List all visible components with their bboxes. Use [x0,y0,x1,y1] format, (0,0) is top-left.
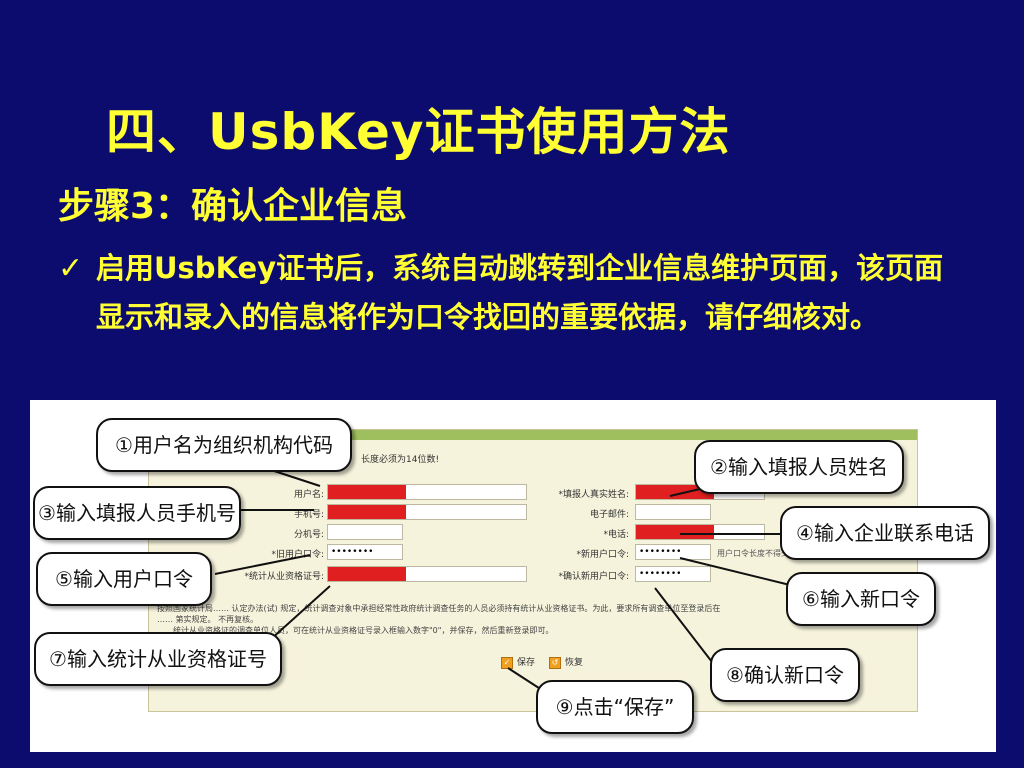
notes-line-2: …… 第实规定。 不再复核。 [157,615,259,624]
callout-mobile: ③输入填报人员手机号 [33,486,241,540]
form-top-bar [149,430,917,440]
mobile-field[interactable] [327,504,527,520]
label-new-password: *新用户口令: [576,550,629,560]
phone-field[interactable] [635,524,765,540]
label-mobile: 手机号: [293,510,324,520]
reset-button-label: 恢复 [565,658,584,668]
label-cert-no: *统计从业资格证号: [244,572,324,582]
label-extension: 分机号: [293,530,324,540]
reset-icon: ↺ [549,657,561,669]
save-button-label: 保存 [517,658,536,668]
callout-real-name: ②输入填报人员姓名 [694,440,904,494]
label-confirm-password: *确认新用户口令: [558,572,629,582]
callout-phone: ④输入企业联系电话 [780,506,990,560]
save-icon: ✓ [501,657,513,669]
label-old-password: *旧用户口令: [271,550,324,560]
username-field[interactable] [327,484,527,500]
form-top-note: 长度必须为14位数! [361,455,440,465]
notes-line-3: ……统计从业资格证的调查单位人员，可在统计从业资格证号录入框输入数字"0"，并保… [157,626,554,635]
callout-new-password: ⑥输入新口令 [786,572,936,626]
step-heading: 步骤3：确认企业信息 [58,186,408,227]
label-username: 用户名: [293,490,324,500]
bullet-text: 启用UsbKey证书后，系统自动跳转到企业信息维护页面，该页面显示和录入的信息将… [96,251,944,334]
confirm-password-field[interactable]: •••••••• [635,566,711,582]
callout-confirm-password: ⑧确认新口令 [710,648,860,702]
email-field[interactable] [635,504,711,520]
callout-old-password: ⑤输入用户口令 [36,552,212,606]
extension-field[interactable] [327,524,403,540]
slide-title: 四、UsbKey证书使用方法 [106,103,731,161]
reset-button[interactable]: ↺ 恢复 [549,656,583,670]
new-password-field[interactable]: •••••••• [635,544,711,560]
callout-username: ①用户名为组织机构代码 [96,418,352,472]
old-password-field[interactable]: •••••••• [327,544,403,560]
check-icon: ✓ [58,251,84,286]
password-hint: 用户口令长度不得少于位字符 [717,549,821,558]
notes-line-1: 按照国家统计局…… 认定办法(试) 规定，统计调查对象中承担经常性政府统计调查任… [157,604,721,613]
callout-save: ⑨点击“保存” [536,680,694,734]
label-email: 电子邮件: [589,510,629,520]
cert-no-field[interactable] [327,566,527,582]
form-screenshot: 长度必须为14位数! 用户名: 手机号: 分机号: *旧用户口令: ••••••… [30,400,996,752]
callout-arrows [214,467,791,691]
save-button[interactable]: ✓ 保存 [501,656,535,670]
label-real-name: *填报人真实姓名: [558,490,629,500]
callout-cert-no: ⑦输入统计从业资格证号 [34,632,282,686]
label-phone: *电话: [603,530,629,540]
